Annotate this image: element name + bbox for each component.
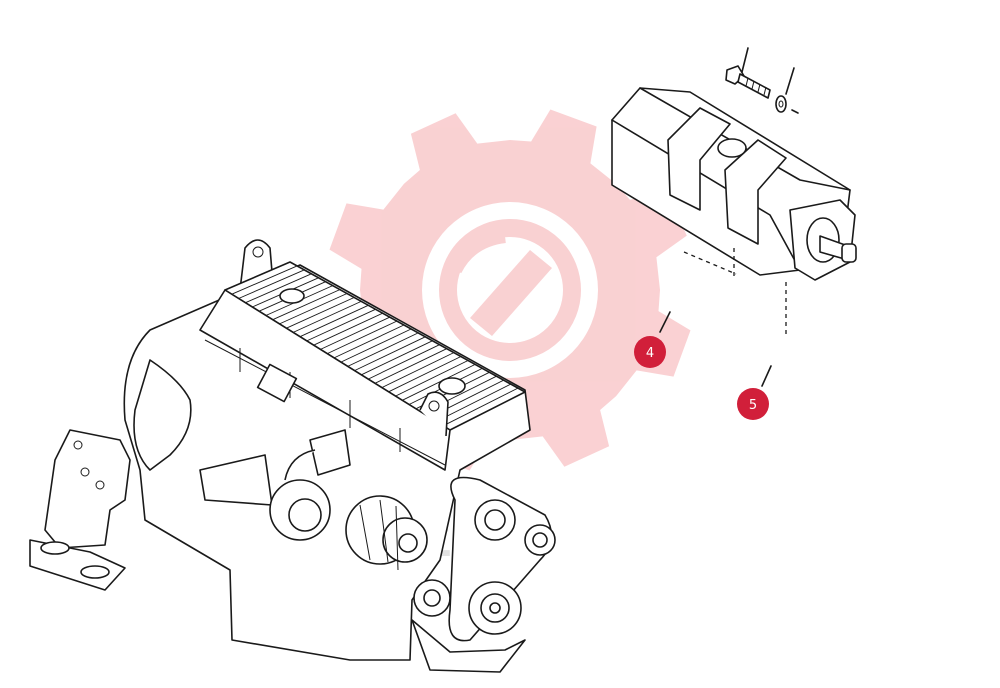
callout-4[interactable]: 4 xyxy=(634,311,671,368)
callout-4-badge[interactable] xyxy=(634,336,666,368)
valve-cover-rib xyxy=(388,356,462,393)
valve-cover-rib xyxy=(293,300,362,333)
valve-cover-rib xyxy=(347,332,419,367)
valve-cover-rib xyxy=(402,363,476,401)
callout-5-label: 5 xyxy=(749,398,757,413)
valve-cover-rib xyxy=(272,289,340,321)
valve-cover-rib xyxy=(327,320,397,355)
valve-cover-rib xyxy=(442,387,519,427)
valve-cover-rib xyxy=(361,340,433,376)
callout-5[interactable]: 5 xyxy=(737,365,772,420)
valve-cover-rib xyxy=(279,293,348,325)
valve-cover-rib xyxy=(245,273,312,304)
hydraulic-gear-pump-illustration xyxy=(611,87,857,336)
valve-cover-rib xyxy=(238,269,305,299)
valve-cover-rib xyxy=(354,336,426,372)
valve-cover-rib xyxy=(231,265,298,295)
valve-cover-rib xyxy=(313,312,383,346)
valve-cover-rib xyxy=(374,348,447,384)
callout-4-label: 4 xyxy=(646,346,654,361)
valve-cover-rib xyxy=(286,297,355,329)
callout-5-badge[interactable] xyxy=(737,388,769,420)
washer-icon xyxy=(775,67,799,114)
valve-cover-rib xyxy=(320,316,390,350)
valve-cover-rib xyxy=(306,308,376,342)
valve-cover-rib xyxy=(224,261,291,291)
valve-cover-rib xyxy=(368,344,440,380)
valve-cover-rib xyxy=(381,352,454,389)
valve-cover-rib xyxy=(395,360,469,397)
diesel-engine-illustration xyxy=(29,239,556,673)
valve-cover-rib xyxy=(449,391,526,431)
valve-cover-rib xyxy=(333,324,405,359)
valve-cover-rib xyxy=(299,304,369,338)
bolt-icon xyxy=(725,47,771,99)
valve-cover-rib xyxy=(340,328,412,363)
valve-cover-rib xyxy=(436,383,512,422)
